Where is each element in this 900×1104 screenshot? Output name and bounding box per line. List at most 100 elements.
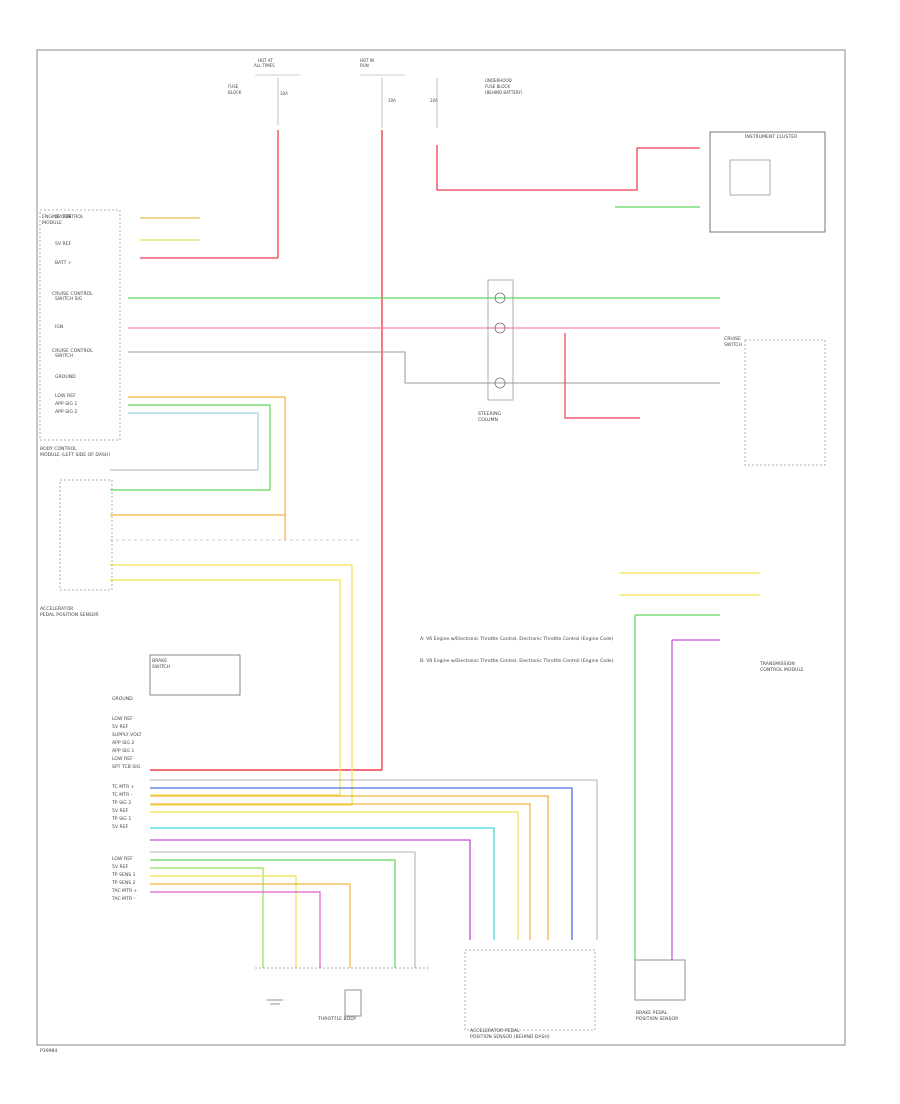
svg-text:ACCELERATOR: ACCELERATOR	[40, 606, 74, 612]
orange-lower	[150, 883, 351, 968]
diagram-frame	[36, 49, 846, 1046]
ecm-bottom-pins: GROUND LOW REF 5V REF SUPPLY VOLT APP SI…	[111, 696, 142, 902]
svg-text:10A: 10A	[430, 98, 438, 103]
note-2: B: V8 Engine w/Electronic Throttle Contr…	[420, 658, 614, 664]
svg-text:BLOCK: BLOCK	[228, 90, 242, 95]
gray-lower	[150, 851, 416, 968]
yellow-long-1	[110, 564, 353, 806]
svg-text:ACCELERATOR PEDAL: ACCELERATOR PEDAL	[470, 1028, 520, 1034]
svg-text:TAC MTR -: TAC MTR -	[111, 896, 136, 902]
svg-text:MODULE: MODULE	[42, 220, 62, 226]
svg-text:UNDERHOOD: UNDERHOOD	[485, 78, 512, 83]
svg-text:BODY CONTROL: BODY CONTROL	[40, 446, 77, 452]
orange-bottom2	[150, 803, 531, 940]
svg-text:POSITION SENSOR: POSITION SENSOR	[636, 1016, 679, 1022]
ecm-bottom-connector	[149, 654, 241, 696]
svg-text:APP SIG 2: APP SIG 2	[55, 409, 77, 415]
orange-bottom	[150, 795, 549, 940]
steering-switch-box	[744, 339, 826, 466]
svg-text:5V REF: 5V REF	[55, 214, 72, 220]
svg-text:TP SENS 1: TP SENS 1	[111, 872, 136, 878]
note-1: A: V6 Engine w/Electronic Throttle Contr…	[420, 636, 614, 642]
svg-text:(BEHIND BATTERY): (BEHIND BATTERY)	[485, 90, 523, 95]
red-top-right	[436, 145, 700, 191]
svg-text:10A: 10A	[280, 91, 288, 96]
svg-text:TP SIG 2: TP SIG 2	[111, 800, 131, 806]
svg-text:RUN: RUN	[360, 63, 369, 68]
ecm-left-pins: 5V REF 5V REF BATT + CRUISE CONTROL SWIT…	[52, 214, 93, 415]
green-lower2	[150, 859, 396, 968]
svg-text:5V REF: 5V REF	[112, 824, 129, 830]
svg-text:PEDAL POSITION SENSOR: PEDAL POSITION SENSOR	[40, 612, 99, 618]
svg-text:TRANSMISSION: TRANSMISSION	[759, 661, 795, 667]
pink-down-right	[564, 333, 640, 419]
svg-text:LOW REF: LOW REF	[112, 716, 133, 722]
svg-text:THROTTLE BODY: THROTTLE BODY	[317, 1016, 356, 1022]
svg-text:SUPPLY VOLT: SUPPLY VOLT	[112, 732, 142, 738]
svg-text:SPT TCB SIG: SPT TCB SIG	[112, 764, 141, 770]
svg-text:LOW REF: LOW REF	[112, 856, 133, 862]
svg-text:CRUISE CONTROL: CRUISE CONTROL	[52, 291, 93, 297]
accel-bottom-box	[464, 949, 596, 1031]
svg-text:STEERING: STEERING	[478, 411, 502, 417]
svg-text:BRAKE: BRAKE	[152, 658, 167, 664]
svg-text:BRAKE PEDAL: BRAKE PEDAL	[636, 1010, 668, 1016]
fuse-block-top: HOT AT ALL TIMES FUSE BLOCK 10A HOT IN R…	[228, 58, 523, 128]
red-main-wire	[150, 130, 383, 771]
svg-text:SWITCH SIG: SWITCH SIG	[55, 296, 83, 302]
svg-text:APP SIG 1: APP SIG 1	[112, 748, 134, 754]
ecm-left-title: ENGINE CONTROL	[42, 214, 84, 220]
svg-text:APP SIG 2: APP SIG 2	[112, 740, 134, 746]
svg-text:ALL TIMES: ALL TIMES	[254, 63, 275, 68]
blue-bottom	[150, 787, 573, 940]
cyan-bottom	[150, 827, 495, 940]
svg-text:5V REF: 5V REF	[112, 724, 129, 730]
ecm-left-box	[39, 209, 121, 441]
svg-text:SWITCH: SWITCH	[724, 342, 742, 348]
svg-text:IGN: IGN	[55, 324, 63, 330]
gray-wire	[128, 351, 720, 384]
svg-text:INSTRUMENT CLUSTER: INSTRUMENT CLUSTER	[745, 134, 798, 140]
green-lower	[150, 867, 264, 968]
svg-text:TAC MTR +: TAC MTR +	[111, 888, 138, 894]
svg-text:FUSE: FUSE	[228, 84, 239, 89]
svg-text:BATT +: BATT +	[55, 260, 72, 266]
orange-left-loop	[128, 396, 286, 540]
svg-text:LOW REF: LOW REF	[55, 393, 76, 399]
svg-text:APP SIG 1: APP SIG 1	[55, 401, 77, 407]
svg-text:COLUMN: COLUMN	[478, 417, 498, 423]
accel-left-connector	[59, 479, 113, 591]
yellow-lower	[150, 875, 297, 968]
yellow-long-2	[110, 579, 341, 796]
svg-text:GROUND: GROUND	[55, 374, 76, 380]
svg-text:10A: 10A	[388, 98, 396, 103]
svg-text:5V REF: 5V REF	[55, 241, 72, 247]
blue-left-loop	[128, 412, 259, 470]
purple-bottom	[150, 839, 471, 940]
svg-text:MODULE (LEFT SIDE OF DASH): MODULE (LEFT SIDE OF DASH)	[40, 452, 110, 458]
ground-symbol	[267, 999, 283, 1005]
magenta-lower	[150, 891, 321, 968]
throttle-motor	[344, 989, 362, 1017]
svg-text:HOT AT: HOT AT	[258, 58, 273, 63]
svg-text:CRUISE: CRUISE	[724, 336, 741, 342]
svg-text:5V REF: 5V REF	[112, 864, 129, 870]
diagram-id: P39984	[40, 1048, 57, 1054]
svg-text:TP SIG 1: TP SIG 1	[111, 816, 131, 822]
svg-text:TC MTR +: TC MTR +	[111, 784, 135, 790]
svg-text:POSITION SENSOR (BEHIND DASH): POSITION SENSOR (BEHIND DASH)	[470, 1034, 550, 1040]
svg-text:SWITCH: SWITCH	[152, 664, 170, 670]
svg-text:TC MTR -: TC MTR -	[111, 792, 133, 798]
green-left-loop	[128, 404, 271, 490]
svg-text:FUSE BLOCK: FUSE BLOCK	[485, 84, 510, 89]
svg-text:TP SENS 2: TP SENS 2	[111, 880, 136, 886]
gray-bottom	[150, 779, 598, 940]
svg-text:CRUISE CONTROL: CRUISE CONTROL	[52, 348, 93, 354]
steering-column-connector	[487, 279, 514, 401]
yellow-bottom	[150, 811, 519, 940]
svg-text:LOW REF: LOW REF	[112, 756, 133, 762]
svg-text:SWITCH: SWITCH	[55, 353, 73, 359]
svg-text:GROUND: GROUND	[112, 696, 133, 702]
